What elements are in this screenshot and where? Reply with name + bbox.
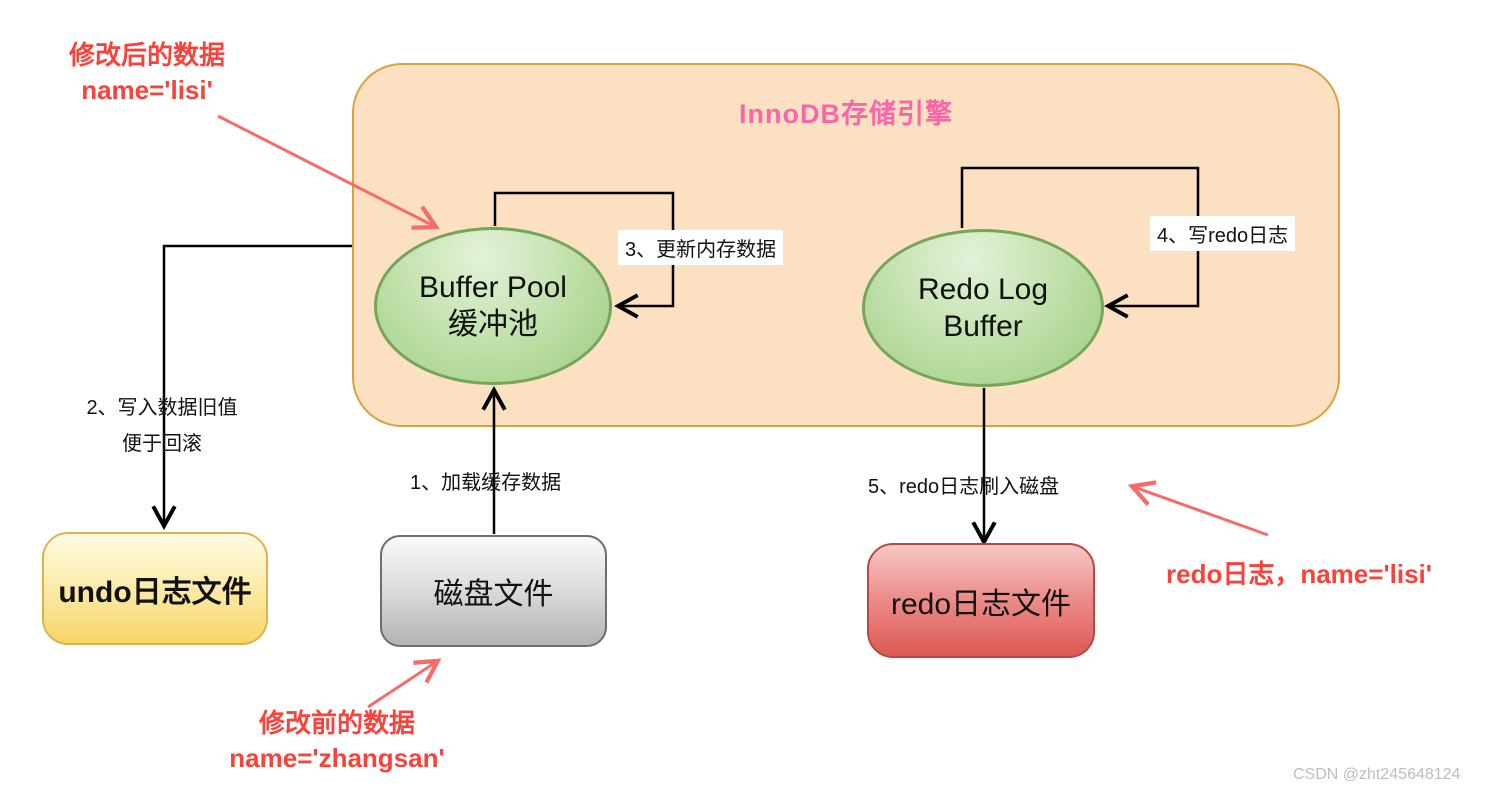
step2-line2: 便于回滚 bbox=[122, 433, 202, 455]
innodb-engine-title: InnoDB存储引擎 bbox=[739, 99, 953, 129]
redo-log-buffer-label-line1: Redo Log bbox=[917, 273, 1049, 306]
annotation-modified-data-line2: name='lisi' bbox=[81, 75, 213, 105]
step3-update-memory-label: 3、更新内存数据 bbox=[618, 230, 784, 265]
redo-log-buffer-label-line2: Buffer bbox=[943, 310, 1023, 343]
undo-log-file-node: undo日志文件 bbox=[42, 532, 268, 645]
redo-log-file-node: redo日志文件 bbox=[867, 543, 1095, 658]
annotation-original-data-line1: 修改前的数据 bbox=[258, 708, 415, 738]
redo-log-buffer-node: Redo Log Buffer bbox=[862, 229, 1104, 387]
step2-line1: 2、写入数据旧值 bbox=[86, 397, 238, 419]
buffer-pool-node: Buffer Pool 缓冲池 bbox=[374, 227, 612, 385]
disk-file-label: 磁盘文件 bbox=[433, 578, 554, 611]
buffer-pool-label-en: Buffer Pool bbox=[419, 271, 567, 304]
annotation-redo-log-note: redo日志，name='lisi' bbox=[1166, 559, 1432, 589]
redo-log-file-label: redo日志文件 bbox=[890, 587, 1072, 621]
step2-write-old-value-label: 2、写入数据旧值 便于回滚 bbox=[62, 390, 262, 462]
step5-flush-redo-label: 5、redo日志刷入磁盘 bbox=[868, 476, 1060, 498]
annotation-original-data-line2: name='zhangsan' bbox=[229, 743, 445, 773]
step1-load-cache-label: 1、加载缓存数据 bbox=[410, 472, 562, 494]
buffer-pool-label-cn: 缓冲池 bbox=[448, 308, 538, 341]
csdn-watermark: CSDN @zht245648124 bbox=[1293, 766, 1461, 783]
arrow-step2-to-undo-file bbox=[164, 244, 352, 524]
red-arrow-redo-note-to-step5 bbox=[1134, 487, 1269, 537]
disk-file-node: 磁盘文件 bbox=[380, 535, 607, 647]
step4-write-redo-label: 4、写redo日志 bbox=[1150, 216, 1296, 251]
red-arrow-original-data-to-disk-file bbox=[367, 662, 436, 709]
annotation-modified-data-line1: 修改后的数据 bbox=[68, 40, 225, 70]
annotation-original-data: 修改前的数据 name='zhangsan' bbox=[212, 706, 462, 776]
undo-log-file-label: undo日志文件 bbox=[58, 575, 252, 609]
annotation-modified-data: 修改后的数据 name='lisi' bbox=[28, 38, 266, 108]
